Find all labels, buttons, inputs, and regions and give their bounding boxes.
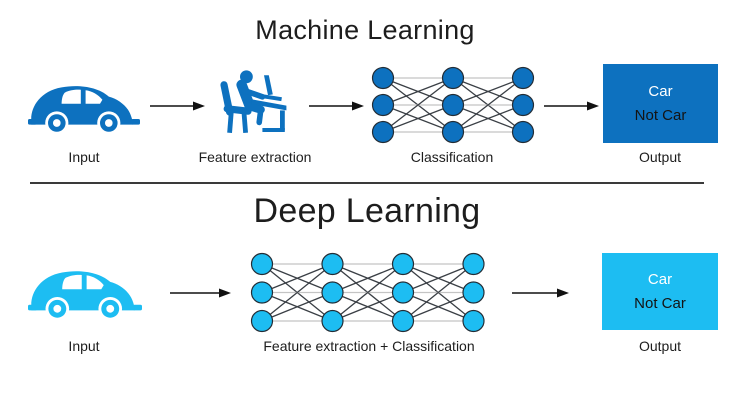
output-class-car: Car <box>647 271 673 288</box>
dl-input-label: Input <box>68 338 100 354</box>
dl-output-label: Output <box>638 338 682 354</box>
right-arrow-icon <box>150 99 206 117</box>
person-at-desk-icon <box>216 66 288 147</box>
ml-classification-label: Classification <box>410 149 494 165</box>
deep-learning-title: Deep Learning <box>253 192 481 230</box>
neural-network-classification <box>370 65 536 150</box>
ml-input-label: Input <box>68 149 100 165</box>
right-arrow-icon <box>512 286 570 304</box>
right-arrow-icon <box>309 99 365 117</box>
right-arrow-icon <box>544 99 600 117</box>
machine-learning-title: Machine Learning <box>255 15 475 45</box>
output-box: Car Not Car <box>603 64 718 143</box>
car-icon <box>28 79 140 140</box>
output-class-car: Car <box>648 83 673 100</box>
output-class-not-car: Not Car <box>634 295 686 312</box>
right-arrow-icon <box>170 286 232 304</box>
neural-network-deep <box>249 251 487 339</box>
section-divider <box>30 182 704 184</box>
dl-network-label: Feature extraction + Classification <box>263 338 475 354</box>
output-box: Car Not Car <box>602 253 718 330</box>
output-class-not-car: Not Car <box>634 107 687 124</box>
ml-output-label: Output <box>638 149 682 165</box>
car-icon <box>28 264 142 326</box>
ml-feature-extraction-label: Feature extraction <box>198 149 312 165</box>
